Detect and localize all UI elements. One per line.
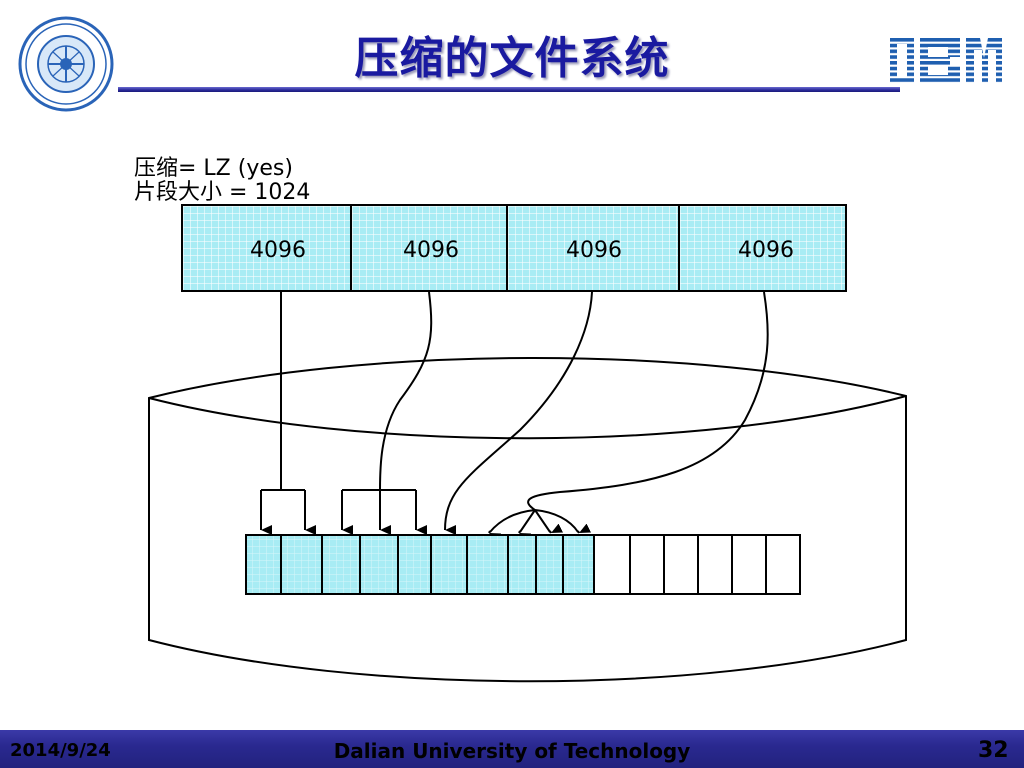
ibm-logo — [890, 38, 1002, 84]
disk-block-11 — [593, 534, 631, 595]
fragment-size-2: 4096 — [403, 238, 459, 263]
footer-date: 2014/9/24 — [10, 740, 111, 761]
disk-block-8 — [507, 534, 537, 595]
compression-label: 压缩= LZ (yes) — [134, 156, 293, 181]
disk-block-row — [245, 534, 801, 595]
disk-block-15 — [731, 534, 767, 595]
arrow-fragment-1-branch — [260, 489, 306, 530]
disk-block-9 — [535, 534, 564, 595]
disk-block-14 — [697, 534, 733, 595]
disk-block-3 — [321, 534, 361, 595]
fragment-size-3: 4096 — [566, 238, 622, 263]
arrow-fragment-4 — [527, 291, 769, 511]
arrow-fragment-2-branch — [341, 489, 417, 530]
slide-title: 压缩的文件系统 — [354, 33, 670, 84]
page-number: 32 — [978, 738, 1009, 763]
fragment-block-4 — [678, 204, 847, 292]
arrow-fragment-2 — [379, 291, 433, 491]
fragment-block-3 — [506, 204, 680, 292]
disk-block-16 — [765, 534, 801, 595]
footer-institution: Dalian University of Technology — [333, 739, 691, 763]
fragment-size-label: 片段大小 = 1024 — [134, 180, 311, 205]
footer-bar — [0, 730, 1024, 768]
disk-block-2 — [280, 534, 323, 595]
arrow-fragment-4-branch — [489, 509, 579, 533]
fragment-block-2 — [350, 204, 508, 292]
arrow-fragment-3 — [444, 291, 593, 536]
disk-block-7 — [466, 534, 509, 595]
disk-block-12 — [629, 534, 665, 595]
disk-top-rim — [148, 395, 907, 440]
disk-block-13 — [663, 534, 699, 595]
disk-block-6 — [430, 534, 468, 595]
disk-block-4 — [359, 534, 399, 595]
fragment-block-1 — [181, 204, 352, 292]
university-seal-logo — [18, 16, 114, 112]
fragment-size-4: 4096 — [738, 238, 794, 263]
disk-block-10 — [562, 534, 595, 595]
disk-block-1 — [245, 534, 282, 595]
fragment-size-1: 4096 — [250, 238, 306, 263]
disk-block-5 — [397, 534, 432, 595]
title-underline — [118, 87, 900, 92]
